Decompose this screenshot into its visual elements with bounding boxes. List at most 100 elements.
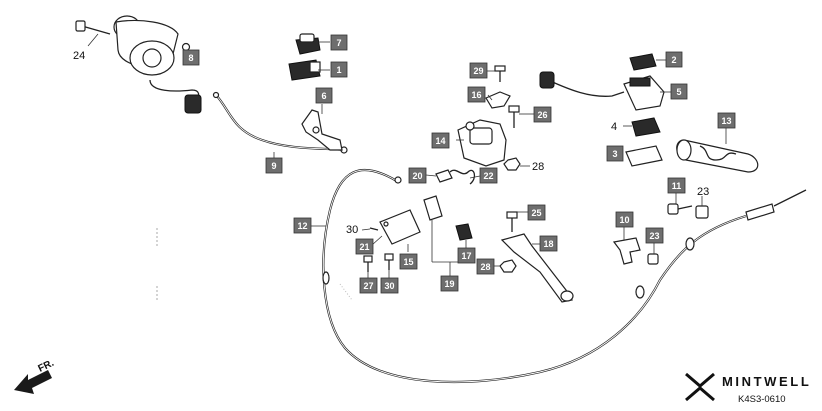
callout-6: 6 [315,87,333,104]
brand-logo: MINTWELL [685,372,811,402]
callout-3: 3 [606,145,624,162]
callout-25: 25 [527,204,546,221]
callout-13: 13 [717,112,736,129]
svg-text:13: 13 [721,116,731,126]
pivot-20 [435,169,453,183]
plain-label-4: 4 [611,121,617,133]
callout-9: 9 [265,157,283,174]
callout-12: 12 [293,217,312,234]
bolt-11 [667,203,693,215]
screw-30 [369,227,379,231]
svg-text:28: 28 [480,262,490,272]
svg-text:23: 23 [649,231,659,241]
master-cylinder [457,119,507,167]
plain-label-24: 24 [73,50,85,62]
bolt [75,20,111,35]
svg-text:14: 14 [435,136,445,146]
svg-text:18: 18 [543,239,553,249]
screw-30-lower [384,253,394,270]
bolt-29 [494,65,506,82]
leader-lines [87,33,727,278]
bracket-10 [612,237,641,265]
svg-text:7: 7 [336,38,341,48]
switch-4 [631,117,661,137]
throttle-cable [212,91,348,154]
brake-lever [500,233,574,303]
svg-text:15: 15 [403,257,413,267]
switch-7 [295,33,321,55]
throttle-grip-assembly [113,15,202,114]
callout-8: 8 [182,49,200,66]
plain-label-23: 23 [697,186,709,198]
front-direction-arrow: FR. [14,358,56,394]
bolt-26 [508,105,520,128]
edge-marks [156,228,353,302]
svg-text:FR.: FR. [36,358,55,375]
screw-27 [363,255,373,272]
switch-1 [288,59,321,81]
svg-text:6: 6 [321,91,326,101]
svg-text:12: 12 [297,221,307,231]
svg-text:3: 3 [612,149,617,159]
svg-text:5: 5 [676,87,681,97]
callout-28: 28 [476,258,495,275]
callout-14: 14 [431,132,450,149]
cover-plate-15 [379,209,421,245]
svg-text:MINTWELL: MINTWELL [722,374,811,389]
svg-text:2: 2 [671,55,676,65]
callout-5: 5 [670,83,688,100]
svg-text:10: 10 [619,215,629,225]
switch-2 [629,53,657,71]
left-grip [676,139,759,173]
callout-30: 30 [380,277,399,294]
plain-label-28: 28 [532,161,544,173]
svg-text:16: 16 [471,90,481,100]
spring-22 [449,169,476,185]
callout-2: 2 [665,51,683,68]
callout-17: 17 [457,247,476,264]
bolt-25 [506,211,518,232]
plunger-17 [455,223,473,241]
svg-text:8: 8 [188,53,193,63]
callout-23: 23 [645,227,664,244]
bracket-6 [301,109,343,151]
svg-text:21: 21 [359,242,369,252]
svg-text:19: 19 [444,279,454,289]
bracket-16 [485,91,511,109]
callout-27: 27 [359,277,378,294]
callout-19: 19 [440,275,459,292]
switch-housing-5 [539,71,665,111]
brake-cable [322,168,807,384]
svg-text:9: 9 [271,161,276,171]
svg-text:27: 27 [363,281,373,291]
bolt-23-bottom [647,253,659,265]
callout-21: 21 [355,238,374,255]
callout-11: 11 [667,177,686,194]
callout-20: 20 [408,167,427,184]
callout-18: 18 [539,235,558,252]
callout-10: 10 [615,211,634,228]
svg-text:26: 26 [537,110,547,120]
svg-text:30: 30 [384,281,394,291]
callout-29: 29 [469,62,488,79]
callout-7: 7 [330,34,348,51]
callout-22: 22 [479,167,498,184]
switch-3 [625,145,663,167]
svg-text:25: 25 [531,208,541,218]
svg-text:17: 17 [461,251,471,261]
callout-15: 15 [399,253,418,270]
nut-28-bottom [499,259,517,273]
callout-1: 1 [330,61,348,78]
diagram-code: K4S3-0610 [738,394,786,405]
bolt-23-top [695,205,709,219]
nut-28-top [503,157,521,171]
svg-text:29: 29 [473,66,483,76]
plain-label-30: 30 [346,224,358,236]
svg-text:22: 22 [483,171,493,181]
callout-16: 16 [467,86,486,103]
svg-text:20: 20 [412,171,422,181]
svg-text:11: 11 [672,181,682,191]
svg-text:1: 1 [336,65,341,75]
callout-26: 26 [533,106,552,123]
